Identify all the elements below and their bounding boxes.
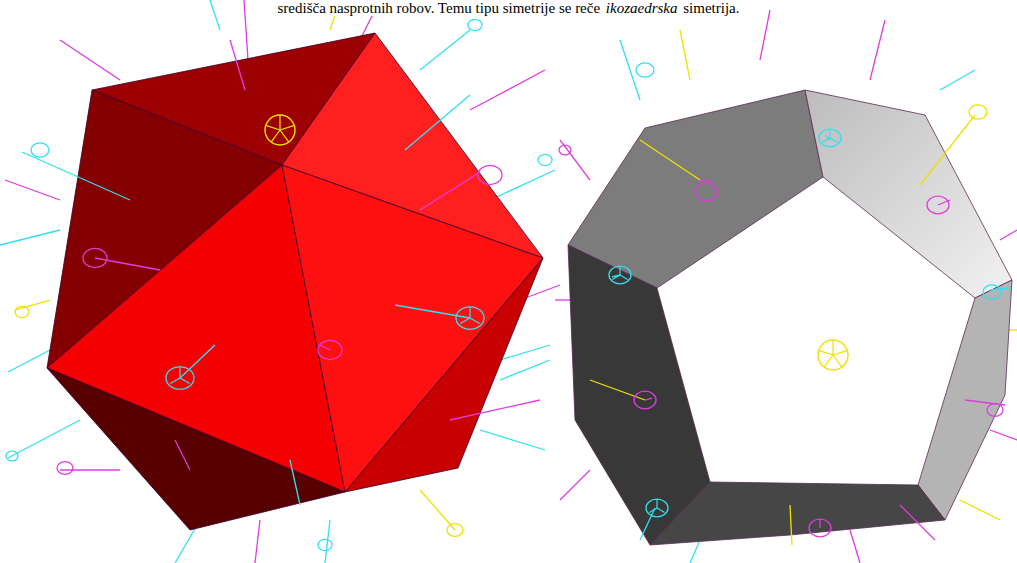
symmetry-axis (965, 400, 1005, 416)
fivefold-axis-marker (818, 340, 848, 370)
symmetry-axis (60, 40, 120, 80)
symmetry-axis (790, 505, 792, 545)
caption-text: simetrija. (682, 0, 740, 16)
symmetry-axis (175, 440, 190, 470)
symmetry-axis (480, 430, 545, 450)
symmetry-axis (960, 500, 1000, 520)
fivefold-axis-marker (265, 115, 295, 145)
symmetry-axis (420, 490, 463, 536)
symmetry-axis (22, 143, 130, 200)
symmetry-axis (318, 340, 342, 359)
threefold-axis-marker (170, 367, 189, 384)
symmetry-axis (680, 30, 690, 80)
symmetry-axis (640, 140, 700, 180)
threefold-axis-marker (822, 129, 837, 142)
symmetry-axis (634, 391, 656, 409)
symmetry-axis (609, 266, 631, 284)
symmetry-axis (990, 430, 1017, 440)
symmetry-axis (255, 520, 260, 563)
symmetry-axis (405, 95, 470, 150)
symmetry-axis (166, 345, 215, 389)
symmetry-axis (695, 180, 717, 201)
symmetry-axis (420, 19, 482, 70)
symmetry-axis (559, 140, 590, 180)
symmetry-axis (940, 70, 975, 90)
symmetry-axis (450, 400, 540, 420)
symmetry-axis (590, 380, 645, 400)
symmetry-axes (22, 40, 1010, 545)
symmetry-axis (870, 20, 885, 80)
threefold-axis-marker (649, 499, 664, 512)
symmetry-axis (500, 360, 550, 380)
symmetry-axis (15, 300, 50, 318)
symmetry-axis (83, 248, 160, 270)
symmetry-axis (560, 470, 590, 500)
symmetry-axis (927, 196, 950, 214)
threefold-axis-marker (612, 266, 627, 279)
symmetry-axis (920, 105, 987, 185)
threefold-axis-marker (460, 307, 479, 324)
symmetry-axis (230, 40, 245, 90)
symmetry-axis (470, 70, 545, 110)
symmetry-axis (640, 499, 668, 540)
icosahedron (47, 33, 543, 530)
symmetry-axis (900, 505, 935, 540)
symmetry-axis (210, 0, 220, 30)
symmetry-axis (490, 154, 555, 200)
symmetry-axis (8, 350, 50, 372)
caption-text: središča nasprotnih robov. Temu tipu sim… (276, 0, 601, 16)
caption-text: ikozaedrska (605, 0, 679, 16)
symmetry-axis (290, 460, 300, 505)
symmetry-axis (1000, 230, 1017, 240)
symmetry-axis (819, 129, 841, 147)
symmetry-axis (809, 519, 831, 537)
symmetry-axis (500, 345, 550, 360)
symmetry-axis (420, 165, 502, 210)
symmetry-axis (620, 40, 654, 100)
symmetry-axis (850, 530, 860, 563)
symmetry-axis (0, 230, 60, 245)
symmetry-axis (395, 305, 484, 329)
symmetry-axis (5, 180, 60, 200)
symmetry-axis (760, 10, 770, 60)
dodecahedron (568, 90, 1012, 545)
symmetry-axis (57, 462, 120, 475)
symmetry-axis (983, 285, 1010, 299)
symmetry-axis (6, 420, 80, 461)
caption-text: središča nasprotnih robov. Temu tipu sim… (0, 0, 1017, 17)
symmetry-axis (690, 540, 700, 563)
symmetry-axis (318, 520, 332, 563)
